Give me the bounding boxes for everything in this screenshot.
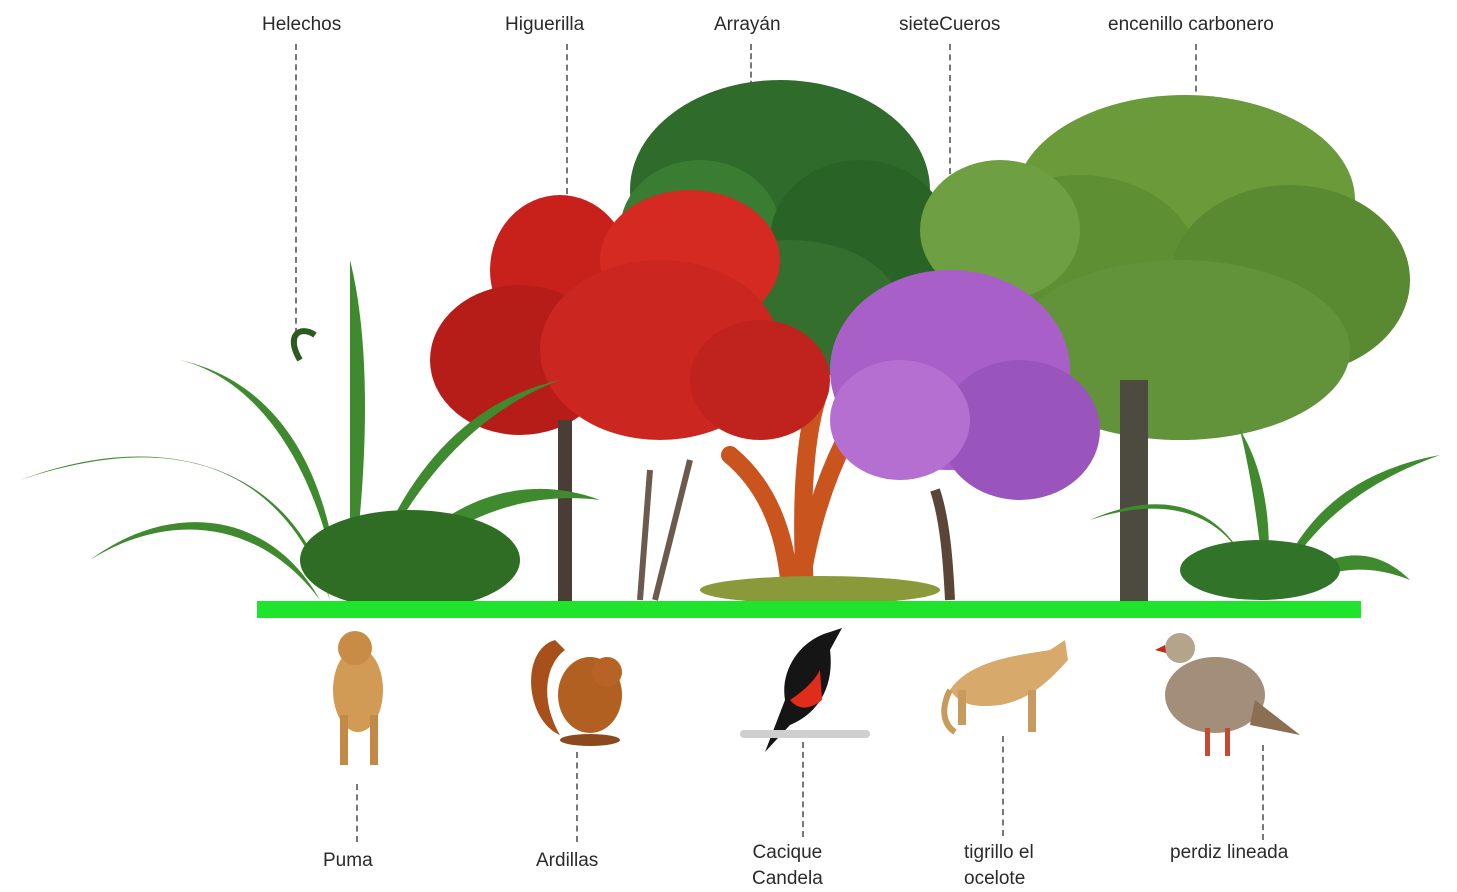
animal-label-cacique-line1: Cacique [752,840,823,866]
animal-label-cacique-line2: Candela [752,866,823,892]
leader-line-tigrillo [1002,736,1004,836]
partridge-figure [1155,633,1300,756]
animal-label-tigrillo-line1: tigrillo el [964,840,1034,866]
animal-label-perdiz: perdiz lineada [1170,840,1288,866]
leader-line-perdiz [1262,745,1264,840]
animal-label-puma: Puma [323,848,373,874]
animal-label-cacique-candela: Cacique Candela [752,840,823,892]
animal-label-tigrillo-line2: ocelote [964,866,1034,892]
leader-line-ardillas [576,752,578,842]
squirrel-figure [531,640,622,746]
leader-line-puma [356,784,358,842]
animal-label-ardillas: Ardillas [536,848,598,874]
ground-line [257,601,1361,618]
bird-figure [740,628,870,752]
ocelot-figure [944,640,1068,732]
animal-label-tigrillo: tigrillo el ocelote [964,840,1034,892]
leader-line-cacique [802,742,804,837]
puma-figure [333,631,383,765]
